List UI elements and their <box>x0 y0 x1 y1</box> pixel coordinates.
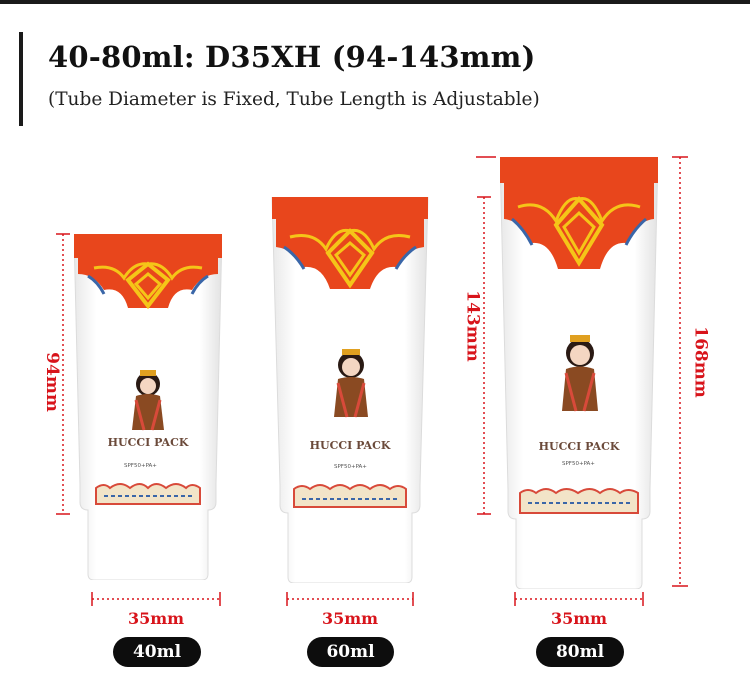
tube-40ml-width-label: 35mm <box>127 609 185 628</box>
tube-80ml-spf: SPF50+PA+ <box>562 461 595 467</box>
tube-40ml: HUCCI PACK SPF50+PA+ <box>74 234 222 580</box>
tube-80ml: HUCCI PACK SPF50+PA+ <box>500 157 658 589</box>
tube-60ml-height-label: 143mm <box>462 290 483 362</box>
tube-80ml-illustration: HUCCI PACK SPF50+PA+ <box>500 157 658 589</box>
tube-60ml-illustration: HUCCI PACK SPF50+PA+ <box>271 197 429 583</box>
tube-80ml-width-label: 35mm <box>550 609 608 628</box>
tube-40ml-brand: HUCCI PACK <box>108 436 189 449</box>
page-title: 40-80ml: D35XH (94-143mm) <box>48 40 536 74</box>
tube-40ml-spf: SPF50+PA+ <box>124 463 157 469</box>
capacity-badge-40ml: 40ml <box>113 637 201 667</box>
tube-60ml-width-label: 35mm <box>321 609 379 628</box>
capacity-badge-60ml: 60ml <box>307 637 394 667</box>
page-subtitle: (Tube Diameter is Fixed, Tube Length is … <box>48 89 540 110</box>
tube-60ml: HUCCI PACK SPF50+PA+ <box>270 197 430 583</box>
top-rule <box>0 0 750 4</box>
title-accent-bar <box>19 32 23 126</box>
tube-60ml-spf: SPF50+PA+ <box>334 464 367 470</box>
capacity-badge-80ml: 80ml <box>536 637 624 667</box>
tube-80ml-brand: HUCCI PACK <box>539 440 620 453</box>
tube-40ml-illustration: HUCCI PACK SPF50+PA+ <box>74 234 222 580</box>
tube-60ml-brand: HUCCI PACK <box>310 439 391 452</box>
tube-40ml-height-label: 94mm <box>41 352 62 412</box>
tube-80ml-height-label: 168mm <box>690 326 711 398</box>
